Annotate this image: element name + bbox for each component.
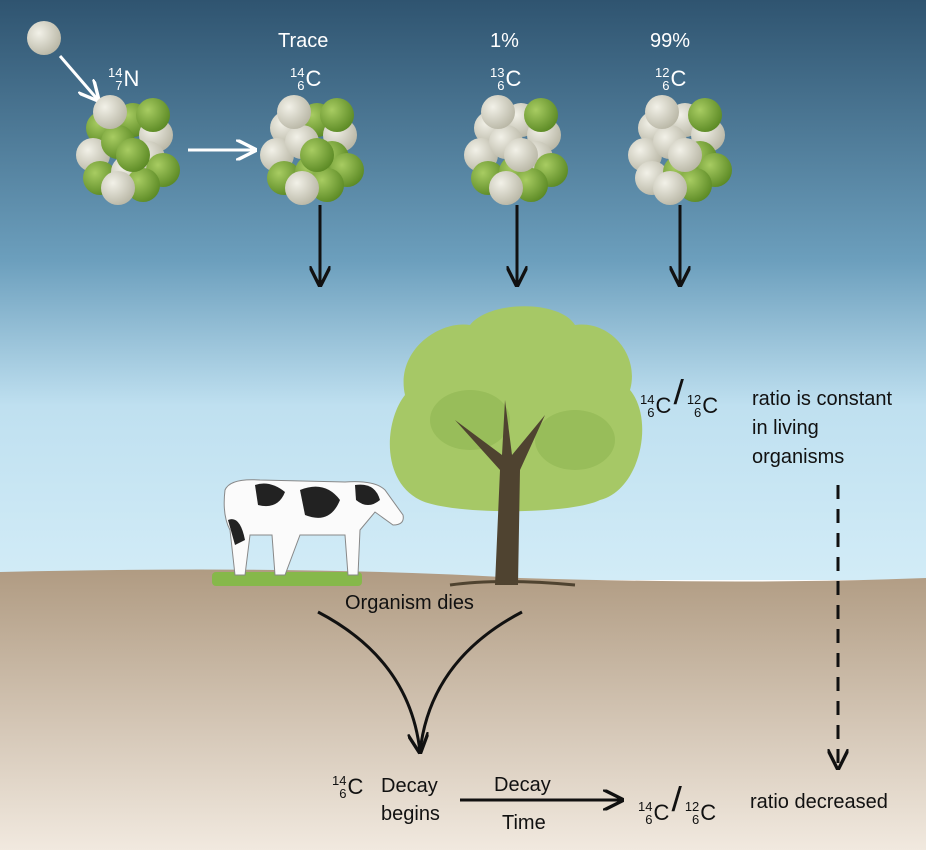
neutron [645, 95, 679, 129]
proton [136, 98, 170, 132]
nitrogen-nucleus [76, 95, 180, 205]
tree-icon [389, 306, 643, 587]
element-symbol: C [702, 393, 719, 419]
text-line: begins [381, 803, 440, 825]
neutron [653, 171, 687, 205]
carbon-14-nucleus [260, 95, 364, 205]
proton [524, 98, 558, 132]
element-symbol: C [655, 393, 672, 419]
element-symbol: C [505, 66, 522, 92]
neutron [277, 95, 311, 129]
death-arrow-left [317, 610, 420, 752]
isotope-c14-abundance: Trace [278, 30, 329, 52]
neutron [101, 171, 135, 205]
carbon-12-nucleus [628, 95, 732, 205]
mass-number: 14 [290, 65, 305, 80]
ground [0, 569, 926, 850]
element-symbol: C [653, 800, 670, 826]
atomic-number: 6 [297, 78, 305, 93]
atomic-number: 6 [645, 812, 653, 827]
ratio-decreased-label: ratio decreased [750, 791, 888, 813]
neutron [93, 95, 127, 129]
mass-number: 14 [638, 799, 653, 814]
mass-number: 14 [108, 65, 123, 80]
isotope-c13-abundance: 1% [490, 30, 519, 52]
text-line: in living [752, 417, 819, 439]
neutron [481, 95, 515, 129]
atomic-number: 6 [662, 78, 670, 93]
element-symbol: C [700, 800, 717, 826]
neutron [285, 171, 319, 205]
neutron [489, 171, 523, 205]
mass-number: 12 [686, 392, 702, 407]
neutron-particle [27, 21, 61, 55]
proton [116, 138, 150, 172]
mass-number: 12 [684, 799, 700, 814]
text-line: organisms [752, 446, 845, 468]
proton [300, 138, 334, 172]
neutron [668, 138, 702, 172]
atomic-number: 6 [692, 812, 700, 827]
living-ratio-text: ratio is constant in living organisms [752, 385, 892, 472]
atomic-number: 6 [497, 78, 505, 93]
neutron [504, 138, 538, 172]
decay-begins-label: Decay begins [381, 772, 440, 828]
mass-number: 14 [640, 392, 655, 407]
proton [310, 168, 344, 202]
arrow-label-time: Time [502, 812, 546, 834]
element-symbol: C [347, 774, 364, 800]
proton [514, 168, 548, 202]
mass-number: 12 [655, 65, 670, 80]
atomic-number: 6 [339, 786, 347, 801]
atomic-number: 7 [115, 78, 123, 93]
text-line: Decay [381, 775, 438, 797]
proton [688, 98, 722, 132]
carbon-13-nucleus [464, 95, 568, 205]
text-line: ratio is constant [752, 388, 893, 410]
ratio-slash: / [671, 781, 683, 819]
isotope-c12-abundance: 99% [650, 30, 691, 52]
death-arrow-right [418, 610, 523, 753]
cow-icon [212, 479, 404, 586]
proton [320, 98, 354, 132]
arrow-label-decay: Decay [494, 774, 551, 796]
element-symbol: C [670, 66, 687, 92]
ratio-slash: / [673, 374, 685, 412]
proton [678, 168, 712, 202]
proton [126, 168, 160, 202]
mass-number: 14 [332, 773, 347, 788]
organism-dies-label: Organism dies [345, 592, 474, 614]
mass-number: 13 [490, 65, 505, 80]
atomic-number: 6 [694, 405, 702, 420]
neutron-arrow [58, 55, 98, 100]
element-symbol: N [123, 66, 140, 92]
atomic-number: 6 [647, 405, 655, 420]
element-symbol: C [305, 66, 322, 92]
